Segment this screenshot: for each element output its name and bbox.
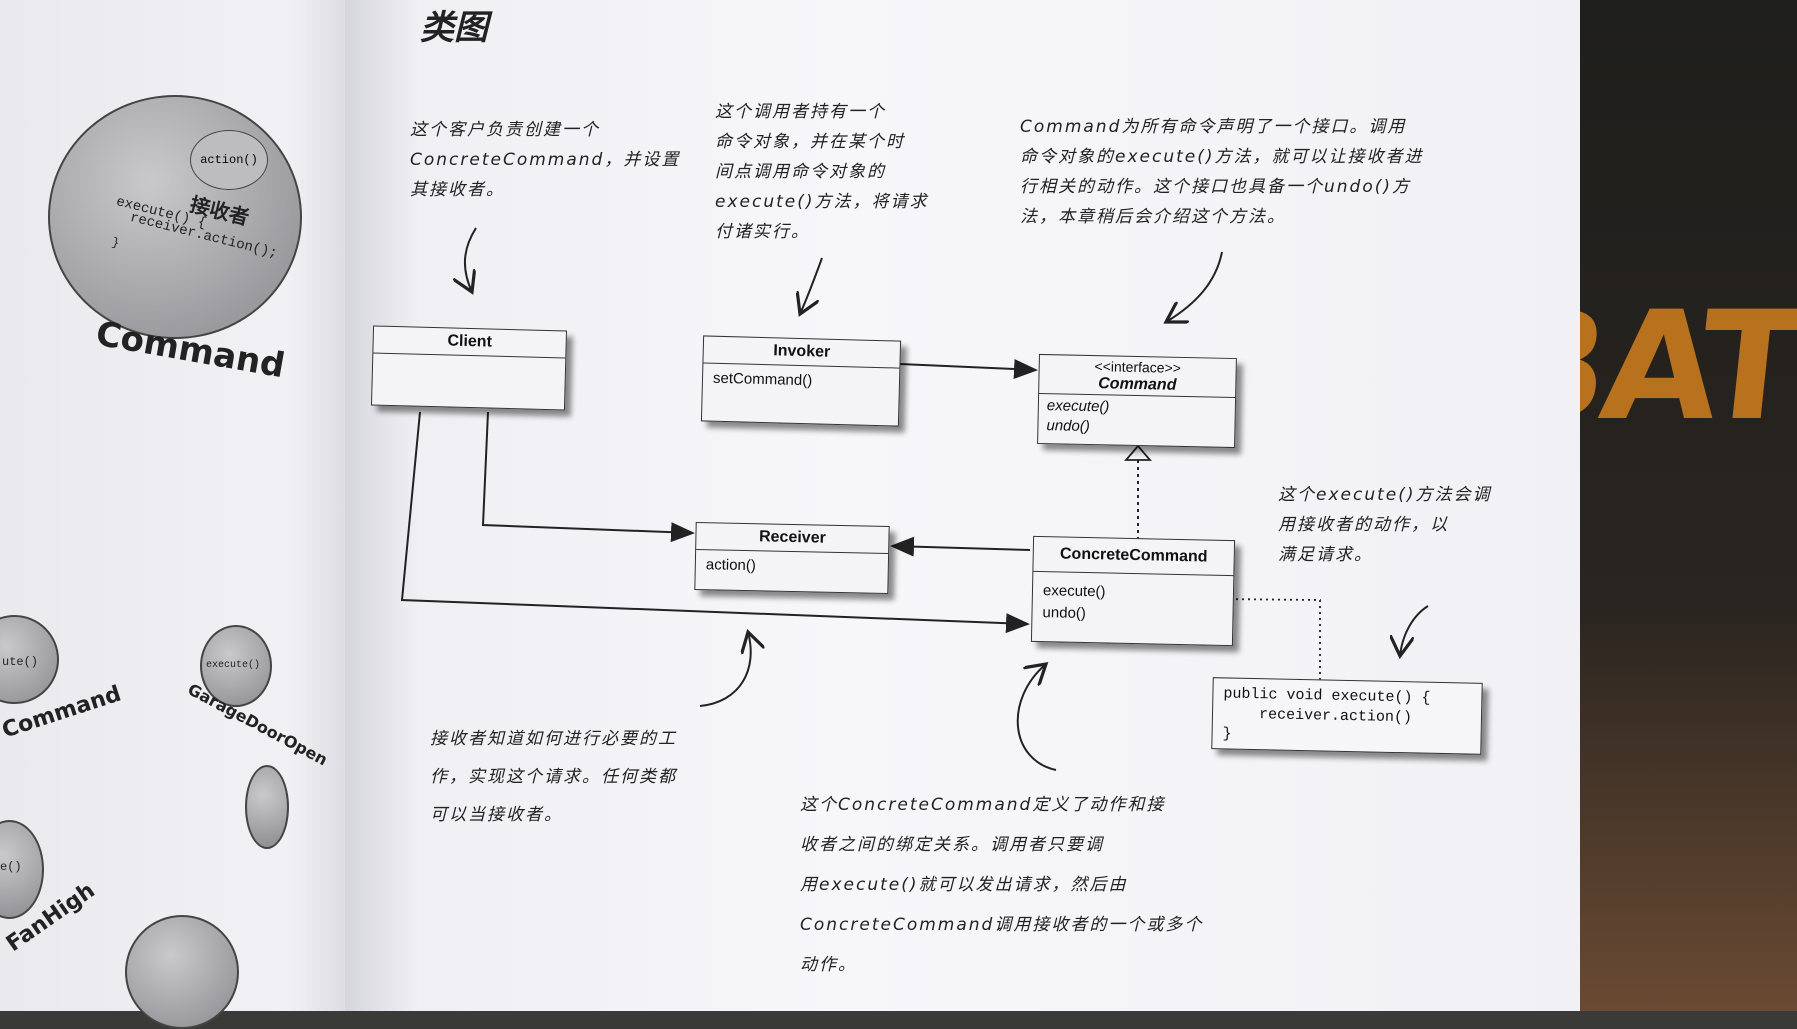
receiver-note-line-1: 接收者知道如何进行必要的工 xyxy=(430,729,677,749)
concrete-note: 这个ConcreteCommand定义了动作和接 收者之间的绑定关系。调用者只要… xyxy=(800,785,1203,985)
lower-bubble-2 xyxy=(200,625,272,707)
client-class: Client xyxy=(370,325,568,411)
invoker-class: Invoker setCommand() xyxy=(700,335,902,427)
receiver-note-line-3: 可以当接收者。 xyxy=(430,805,563,825)
concrete-command-class: ConcreteCommand execute() undo() xyxy=(1030,535,1236,647)
execute-code-link xyxy=(1115,597,1321,680)
invoker-method-setcommand: setCommand() xyxy=(712,369,813,390)
lower-e-label: e() xyxy=(0,860,22,874)
code-line-3: } xyxy=(1222,725,1232,743)
concrete-note-line-3: 用execute()就可以发出请求，然后由 xyxy=(800,875,1128,895)
invoker-note-line-3: 间点调用命令对象的 xyxy=(715,162,886,182)
concrete-command-name: ConcreteCommand xyxy=(1033,536,1235,577)
client-note-line-1: 这个客户负责创建一个 xyxy=(410,120,600,140)
action-bubble: action() xyxy=(190,130,268,190)
invoker-note-line-5: 付诸实行。 xyxy=(715,222,810,242)
receiver-note: 接收者知道如何进行必要的工 作，实现这个请求。任何类都 可以当接收者。 xyxy=(430,720,677,834)
concrete-command-body: execute() undo() xyxy=(1032,572,1233,632)
client-note-line-3: 其接收者。 xyxy=(410,180,505,200)
invoker-note-line-1: 这个调用者持有一个 xyxy=(715,102,886,122)
command-callout-arrow xyxy=(1166,251,1223,322)
invoker-note-line-2: 命令对象，并在某个时 xyxy=(715,132,905,152)
receiver-note-line-2: 作，实现这个请求。任何类都 xyxy=(430,767,677,787)
execute-note-line-3: 满足请求。 xyxy=(1278,545,1373,565)
command-interface-body: execute() undo() xyxy=(1038,394,1235,442)
command-method-undo: undo() xyxy=(1046,417,1090,436)
client-note: 这个客户负责创建一个 ConcreteCommand，并设置 其接收者。 xyxy=(410,115,680,205)
execute-note-line-1: 这个execute()方法会调 xyxy=(1278,485,1492,505)
book-right-page xyxy=(345,0,1580,1011)
receiver-class-name: Receiver xyxy=(696,522,889,555)
execute-note: 这个execute()方法会调 用接收者的动作，以 满足请求。 xyxy=(1278,480,1492,570)
client-receiver-association xyxy=(481,411,695,543)
invoker-class-body: setCommand() xyxy=(703,363,900,398)
command-interface-name: Command xyxy=(1098,375,1177,394)
command-interface: <<interface>> Command execute() undo() xyxy=(1037,353,1237,449)
receiver-class-body: action() xyxy=(696,550,889,584)
lower-bubble-4 xyxy=(125,915,239,1029)
client-note-line-2: ConcreteCommand，并设置 xyxy=(410,150,681,170)
execute-callout-arrow xyxy=(1400,605,1429,656)
concrete-note-line-2: 收者之间的绑定关系。调用者只要调 xyxy=(800,835,1104,855)
invoker-callout-arrow xyxy=(800,257,823,314)
client-concrete-association xyxy=(400,411,1030,634)
action-bubble-label: action() xyxy=(200,153,258,167)
command-note: Command为所有命令声明了一个接口。调用 命令对象的execute()方法，… xyxy=(1020,112,1424,232)
lower-ute-label: ute() xyxy=(2,655,39,669)
concrete-receiver-association xyxy=(890,536,1031,557)
invoker-command-association xyxy=(899,359,1038,380)
command-bubble xyxy=(48,95,302,339)
receiver-callout-arrow xyxy=(699,632,751,707)
concrete-note-line-1: 这个ConcreteCommand定义了动作和接 xyxy=(800,795,1166,815)
invoker-note-line-4: execute()方法，将请求 xyxy=(715,192,929,212)
invoker-note: 这个调用者持有一个 命令对象，并在某个时 间点调用命令对象的 execute()… xyxy=(715,97,929,247)
page-title: 类图 xyxy=(420,8,488,48)
concrete-method-undo: undo() xyxy=(1042,604,1087,623)
command-note-line-3: 行相关的动作。这个接口也具备一个undo()方 xyxy=(1020,177,1412,197)
command-note-line-4: 法，本章稍后会介绍这个方法。 xyxy=(1020,207,1286,227)
receiver-class: Receiver action() xyxy=(694,521,890,595)
lower-execute-label: execute() xyxy=(206,660,261,671)
execute-code-box: public void execute() { receiver.action(… xyxy=(1211,677,1483,755)
command-note-line-2: 命令对象的execute()方法，就可以让接收者进 xyxy=(1020,147,1424,167)
command-interface-header: <<interface>> Command xyxy=(1039,354,1236,399)
lower-bubble-5 xyxy=(245,765,289,849)
client-callout-arrow xyxy=(465,227,477,292)
realization-triangle xyxy=(1124,444,1152,461)
concrete-note-line-4: ConcreteCommand调用接收者的一个或多个 xyxy=(800,915,1204,935)
concrete-note-line-5: 动作。 xyxy=(800,955,857,975)
execute-note-line-2: 用接收者的动作，以 xyxy=(1278,515,1449,535)
command-note-line-1: Command为所有命令声明了一个接口。调用 xyxy=(1020,117,1407,137)
receiver-method-action: action() xyxy=(705,556,757,575)
concrete-callout-arrow xyxy=(1016,664,1057,771)
desk-background: BAT xyxy=(1485,0,1797,1011)
